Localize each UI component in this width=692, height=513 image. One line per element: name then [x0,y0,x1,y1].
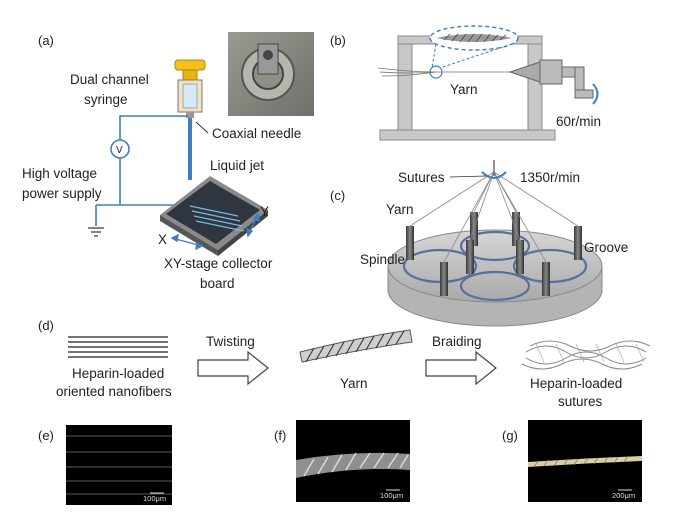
panel-g: (g) 200μm [502,420,642,502]
syringe [174,59,206,118]
axis-x-label: X [158,232,167,247]
yarn-micro-twist [303,452,409,477]
axis-arrows [170,212,260,251]
panel-g-label: (g) [502,428,518,443]
sutures-pointer [449,175,487,178]
panel-f-label: (f) [274,428,286,443]
yarn-magnified [429,25,519,69]
panel-e-label: (e) [38,428,54,443]
syringe-label-1: Dual channel [70,72,149,87]
scale-label-e: 100μm [143,494,166,503]
panel-a-label: (a) [38,33,54,48]
panel-d-label: (d) [38,318,54,333]
yarn-label-b: Yarn [450,82,478,97]
scale-label-g: 200μm [612,491,635,500]
speed-label-b: 60r/min [556,114,601,129]
twisting-arrow [197,350,269,386]
twisted-yarn [299,329,413,363]
needle-label: Coaxial needle [212,126,301,141]
step1-label-2: oriented nanofibers [56,384,172,399]
rotation-arrow [592,83,599,105]
spindle-label: Spindle [360,252,405,267]
yarn-lines [409,171,579,263]
deposited-fibers [189,205,245,232]
arrow2-label: Braiding [432,334,482,349]
yarn-strands [377,67,510,77]
braiding-machine [387,160,603,327]
jet-label: Liquid jet [210,158,264,173]
yarn-label-c: Yarn [386,202,414,217]
panel-b-label: (b) [330,33,346,48]
yarn-micro [296,452,410,478]
panel-c: (c) [330,160,628,327]
suture-micro-braid [533,455,629,468]
groove-label: Groove [584,240,628,255]
power-label-1: High voltage [22,166,97,181]
suture-micro [528,456,642,467]
oriented-nanofibers [68,336,168,358]
aligned-fibers [66,435,172,495]
step2-label: Yarn [340,376,368,391]
braid-rotation-arrow [481,171,507,179]
collector-board [160,176,268,256]
needle-photo [228,32,314,116]
panel-b: (b) [330,25,601,141]
collector-label-1: XY-stage collector [164,256,273,271]
step3-label-1: Heparin-loaded [530,376,622,391]
twisting-motor [508,59,599,105]
panel-d: (d) Heparin-loaded oriented nanofibers T… [38,318,651,409]
ground-symbol [88,227,104,237]
power-label-2: power supply [22,186,102,201]
voltmeter-symbol: V [116,145,123,156]
scale-label-f: 100μm [380,491,403,500]
micrograph-e [66,425,172,505]
step1-label-1: Heparin-loaded [72,366,164,381]
syringe-label-2: syringe [84,92,128,107]
panel-e: (e) 100μm [38,425,172,505]
axis-y-label: Y [260,204,269,219]
arrow1-label: Twisting [206,334,255,349]
needle-pointer [195,121,209,134]
voltmeter [110,139,130,159]
speed-label-c: 1350r/min [520,170,580,185]
step3-label-2: sutures [558,394,603,409]
panel-f: (f) 100μm [274,420,410,502]
collector-label-2: board [200,276,235,291]
panel-a: (a) Dual channel syringe Coaxial needle … [22,32,314,291]
sutures-label: Sutures [398,170,445,185]
braiding-arrow [425,350,497,386]
braided-suture [521,340,651,370]
panel-c-label: (c) [330,188,345,203]
